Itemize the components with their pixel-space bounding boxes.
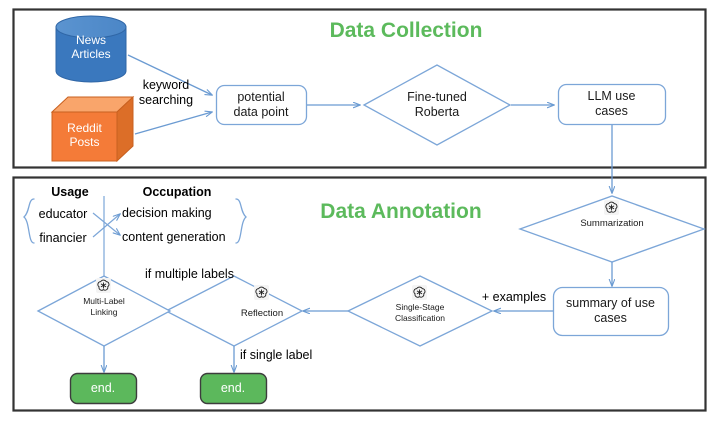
edge-reddit-to-potential [134,112,212,135]
edge-label-if-multiple-labels: if multiple labels [145,267,234,281]
legend-item-educator: educator [38,207,88,221]
node-summarization-diamond-shape [518,195,706,263]
legend-item-financier: financier [39,231,87,245]
node-end-right-label: end. [220,381,246,395]
legend-header-occupation: Occupation [142,185,212,199]
node-multilabel-linking-label-line1: Multi-Label [83,296,125,306]
openai-logo-icon [412,285,427,300]
legend-item-decision-making: decision making [122,206,212,220]
node-summary-of-use-cases-shape [552,286,670,337]
node-potential-data-point-shape [215,84,308,126]
reddit-posts-label-line1: Reddit [67,121,102,135]
node-summary-of-use-cases-label-line1: summary of use [566,296,655,310]
node-reflection-label: Reflection [240,308,284,319]
node-end-left-label: end. [90,381,116,395]
legend-header-usage: Usage [51,185,89,199]
node-end-left-shape [69,372,138,405]
node-llm-use-cases-label-line1: LLM use [587,89,636,103]
edge-label-if-single-label: if single label [240,348,313,362]
panel-title-data-annotation: Data Annotation [320,200,482,223]
openai-logo-icon [254,285,269,300]
node-llm-use-cases-label-line2: cases [595,104,628,118]
panel-title-data-collection: Data Collection [329,19,483,42]
legend-item-content-generation: content generation [122,230,226,244]
news-articles-label-line1: News [75,33,106,47]
node-single-stage-label-line1: Single-Stage [395,302,445,312]
node-potential-data-point-label-line1: potential [237,90,285,104]
edge-financier-to-decision-making [92,214,120,238]
node-summary-of-use-cases-label-line2: cases [594,311,627,325]
edge-news-to-potential [127,54,212,95]
openai-logo-icon [604,200,619,215]
openai-logo-icon [96,278,111,293]
edge-educator-to-content-generation [92,212,120,235]
node-summarization-label: Summarization [580,218,644,229]
edge-label-keyword-line1: keyword [142,78,190,92]
node-single-stage-label-line2: Classification [394,313,446,323]
node-roberta-label-line1: Fine-tuned [407,90,467,104]
node-roberta-label-line2: Roberta [414,105,460,119]
node-multilabel-linking-diamond-shape [36,275,172,347]
node-llm-use-cases-shape [557,83,667,126]
legend-brace-left [22,198,35,244]
node-single-stage-diamond-shape [346,275,494,347]
reddit-posts-cube-shape [50,95,135,163]
news-articles-label-line2: Articles [71,47,111,61]
edge-label-keyword-line2: searching [138,93,194,107]
node-multilabel-linking-label-line2: Linking [90,307,118,317]
legend-brace-right [235,198,248,244]
edge-label-plus-examples: + examples [481,290,547,304]
news-articles-cylinder-shape [55,15,127,83]
node-potential-data-point-label-line2: data point [233,105,289,119]
reddit-posts-label-line2: Posts [69,135,100,149]
node-roberta-diamond-shape [362,64,512,146]
node-end-right-shape [199,372,268,405]
